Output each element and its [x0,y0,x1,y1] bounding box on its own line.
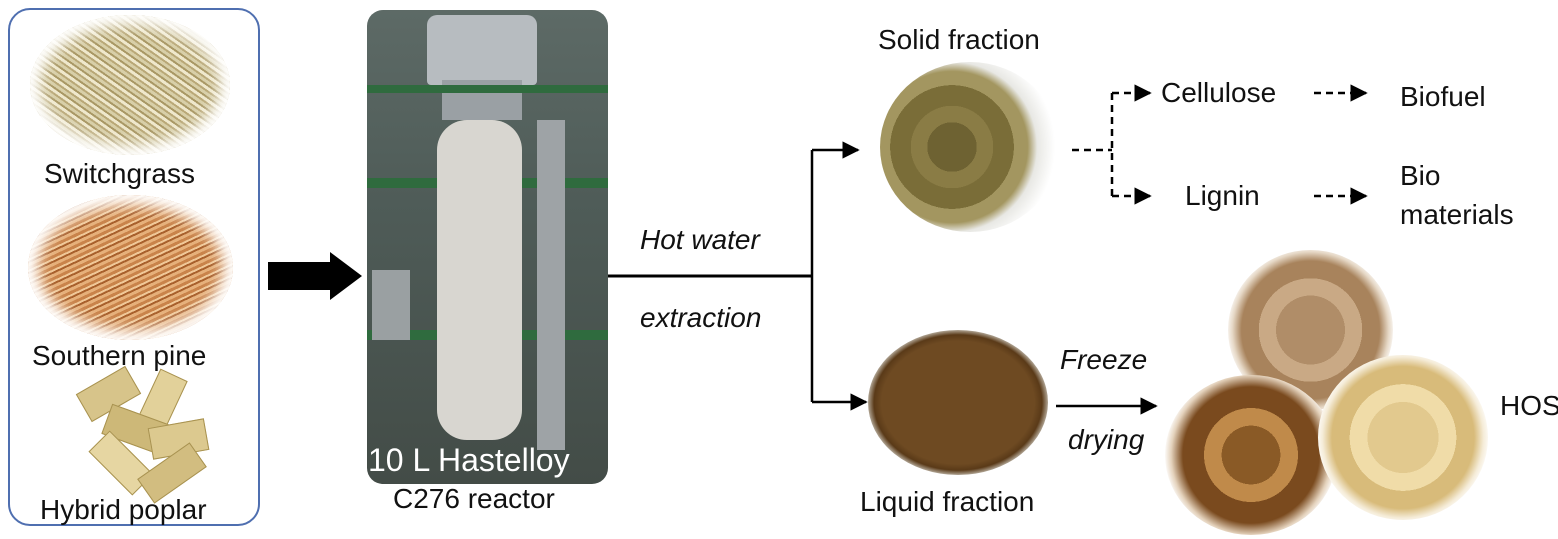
solid-fraction-image [880,62,1060,232]
product-cellulose: Cellulose [1161,77,1277,108]
feedstock-label-hybrid-poplar: Hybrid poplar [40,494,207,525]
end-product-biofuel: Biofuel [1400,81,1486,112]
feedstock-panel [8,8,260,526]
feedstock-label-southern-pine: Southern pine [32,340,207,371]
freeze-drying-line2: drying [1068,424,1145,455]
freeze-drying-line1: Freeze [1060,344,1148,375]
feedstock-label-switchgrass: Switchgrass [44,158,195,189]
end-product-bio-line1: Bio [1400,160,1441,191]
reactor-label-line1: 10 L Hastelloy [368,442,570,478]
product-lignin: Lignin [1185,180,1260,211]
hos-label: HOS [1500,390,1558,421]
end-product-bio-line2: materials [1400,199,1514,230]
liquid-fraction-image [868,330,1048,475]
process-label-line2: extraction [640,302,762,333]
switchgrass-image [30,15,230,155]
southern-pine-image [28,195,233,340]
liquid-fraction-title: Liquid fraction [860,486,1035,517]
process-label-line1: Hot water [640,224,760,255]
solid-fraction-title: Solid fraction [878,24,1040,55]
reactor-label-line2: C276 reactor [393,483,555,514]
hos-powder-right [1318,355,1488,520]
reactor-photo [367,10,608,484]
hos-powder-left [1165,375,1337,535]
